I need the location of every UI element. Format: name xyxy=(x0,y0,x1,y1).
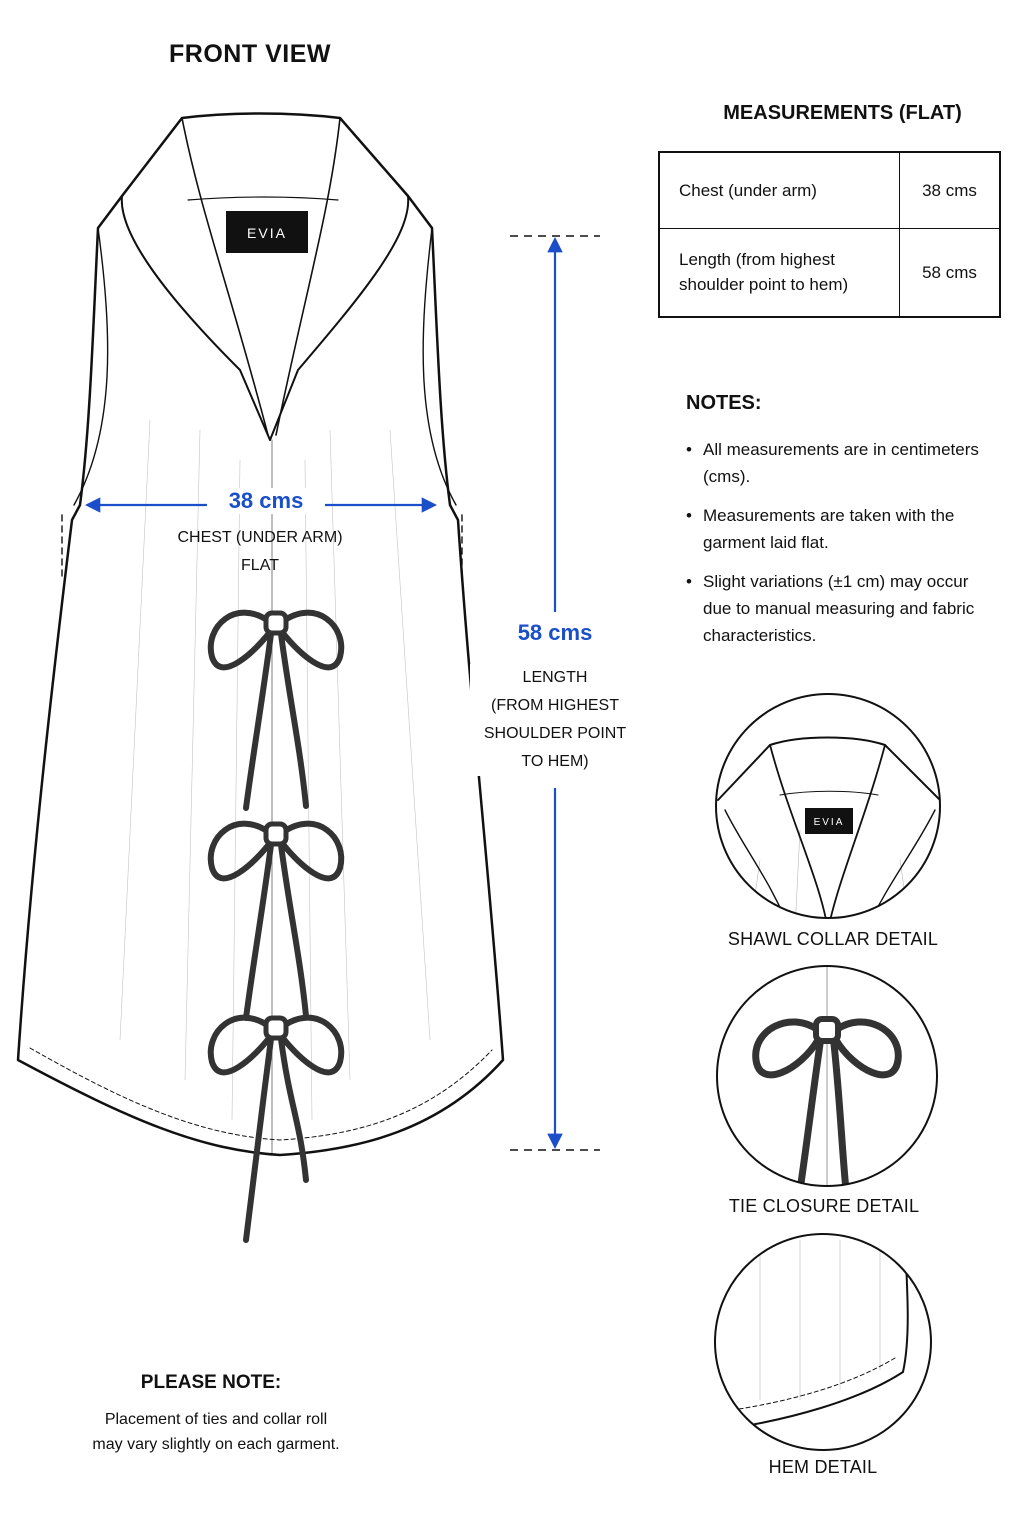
tie-bow xyxy=(207,1014,345,1243)
list-item: Measurements are taken with the garment … xyxy=(686,502,986,556)
tie-bow xyxy=(207,609,345,811)
measurement-label: Chest (under arm) xyxy=(658,151,900,229)
measurement-value: 58 cms xyxy=(899,227,1001,318)
length-dimension-label: LENGTH (FROM HIGHEST SHOULDER POINT TO H… xyxy=(470,664,640,776)
back-neck-seam xyxy=(187,196,339,201)
tie-knot xyxy=(263,610,289,636)
measurement-value: 38 cms xyxy=(899,151,1001,229)
armhole-left xyxy=(73,227,109,506)
length-dimension xyxy=(510,235,600,1151)
measurements-table: Chest (under arm) 38 cms Length (from hi… xyxy=(658,151,1001,318)
length-dimension-value: 58 cms xyxy=(494,620,616,646)
collar-roll-right xyxy=(275,117,341,436)
fabric-texture xyxy=(119,419,431,1121)
chest-dimension-label: CHEST (UNDER ARM) FLAT xyxy=(150,524,370,580)
svg-text:EVIA: EVIA xyxy=(247,225,287,241)
svg-text:EVIA: EVIA xyxy=(814,817,845,828)
armhole-right xyxy=(422,227,457,506)
tie-closures xyxy=(207,609,345,1243)
please-note-text: Placement of ties and collar roll may va… xyxy=(66,1407,366,1457)
length-label-line: LENGTH xyxy=(522,669,588,686)
tie-knot xyxy=(263,821,289,847)
list-item: Slight variations (±1 cm) may occur due … xyxy=(686,568,986,649)
collar-outer-edge-right xyxy=(269,195,410,441)
table-row: Length (from highest shoulder point to h… xyxy=(658,227,1001,318)
collar-roll-left xyxy=(181,117,269,436)
please-note-line: may vary slightly on each garment. xyxy=(92,1436,340,1453)
tie-knot xyxy=(263,1015,289,1041)
measurements-title: MEASUREMENTS (FLAT) xyxy=(723,102,962,124)
tie-closure-caption: TIE CLOSURE DETAIL xyxy=(728,1196,920,1216)
measurement-label: Length (from highest shoulder point to h… xyxy=(658,227,900,318)
garment-body-outline xyxy=(16,112,505,1157)
notes-title: NOTES: xyxy=(686,392,762,414)
chest-dimension-value: 38 cms xyxy=(207,488,325,514)
tie-closure-detail xyxy=(716,965,938,1187)
hem-detail xyxy=(714,1233,932,1451)
front-view-title: FRONT VIEW xyxy=(169,40,331,68)
chest-label-line: FLAT xyxy=(241,557,279,574)
hem-stitch xyxy=(29,1047,493,1141)
brand-label: EVIA xyxy=(226,211,308,253)
garment-front-view xyxy=(16,112,505,1157)
chest-label-line: CHEST (UNDER ARM) xyxy=(177,529,343,546)
collar-outer-edge xyxy=(120,195,271,441)
please-note-line: Placement of ties and collar roll xyxy=(104,1411,328,1428)
notes-list: All measurements are in centimeters (cms… xyxy=(686,436,986,661)
list-item: All measurements are in centimeters (cms… xyxy=(686,436,986,490)
length-label-line: SHOULDER POINT xyxy=(483,725,627,742)
hem-caption: HEM DETAIL xyxy=(768,1457,878,1477)
length-label-line: (FROM HIGHEST xyxy=(491,697,619,714)
please-note-title: PLEASE NOTE: xyxy=(140,1372,282,1393)
shawl-collar-detail: EVIA xyxy=(715,693,941,919)
shawl-collar-caption: SHAWL COLLAR DETAIL xyxy=(727,929,939,949)
table-row: Chest (under arm) 38 cms xyxy=(658,151,1001,229)
length-label-line: TO HEM) xyxy=(521,753,589,770)
tie-bow xyxy=(207,820,345,1021)
